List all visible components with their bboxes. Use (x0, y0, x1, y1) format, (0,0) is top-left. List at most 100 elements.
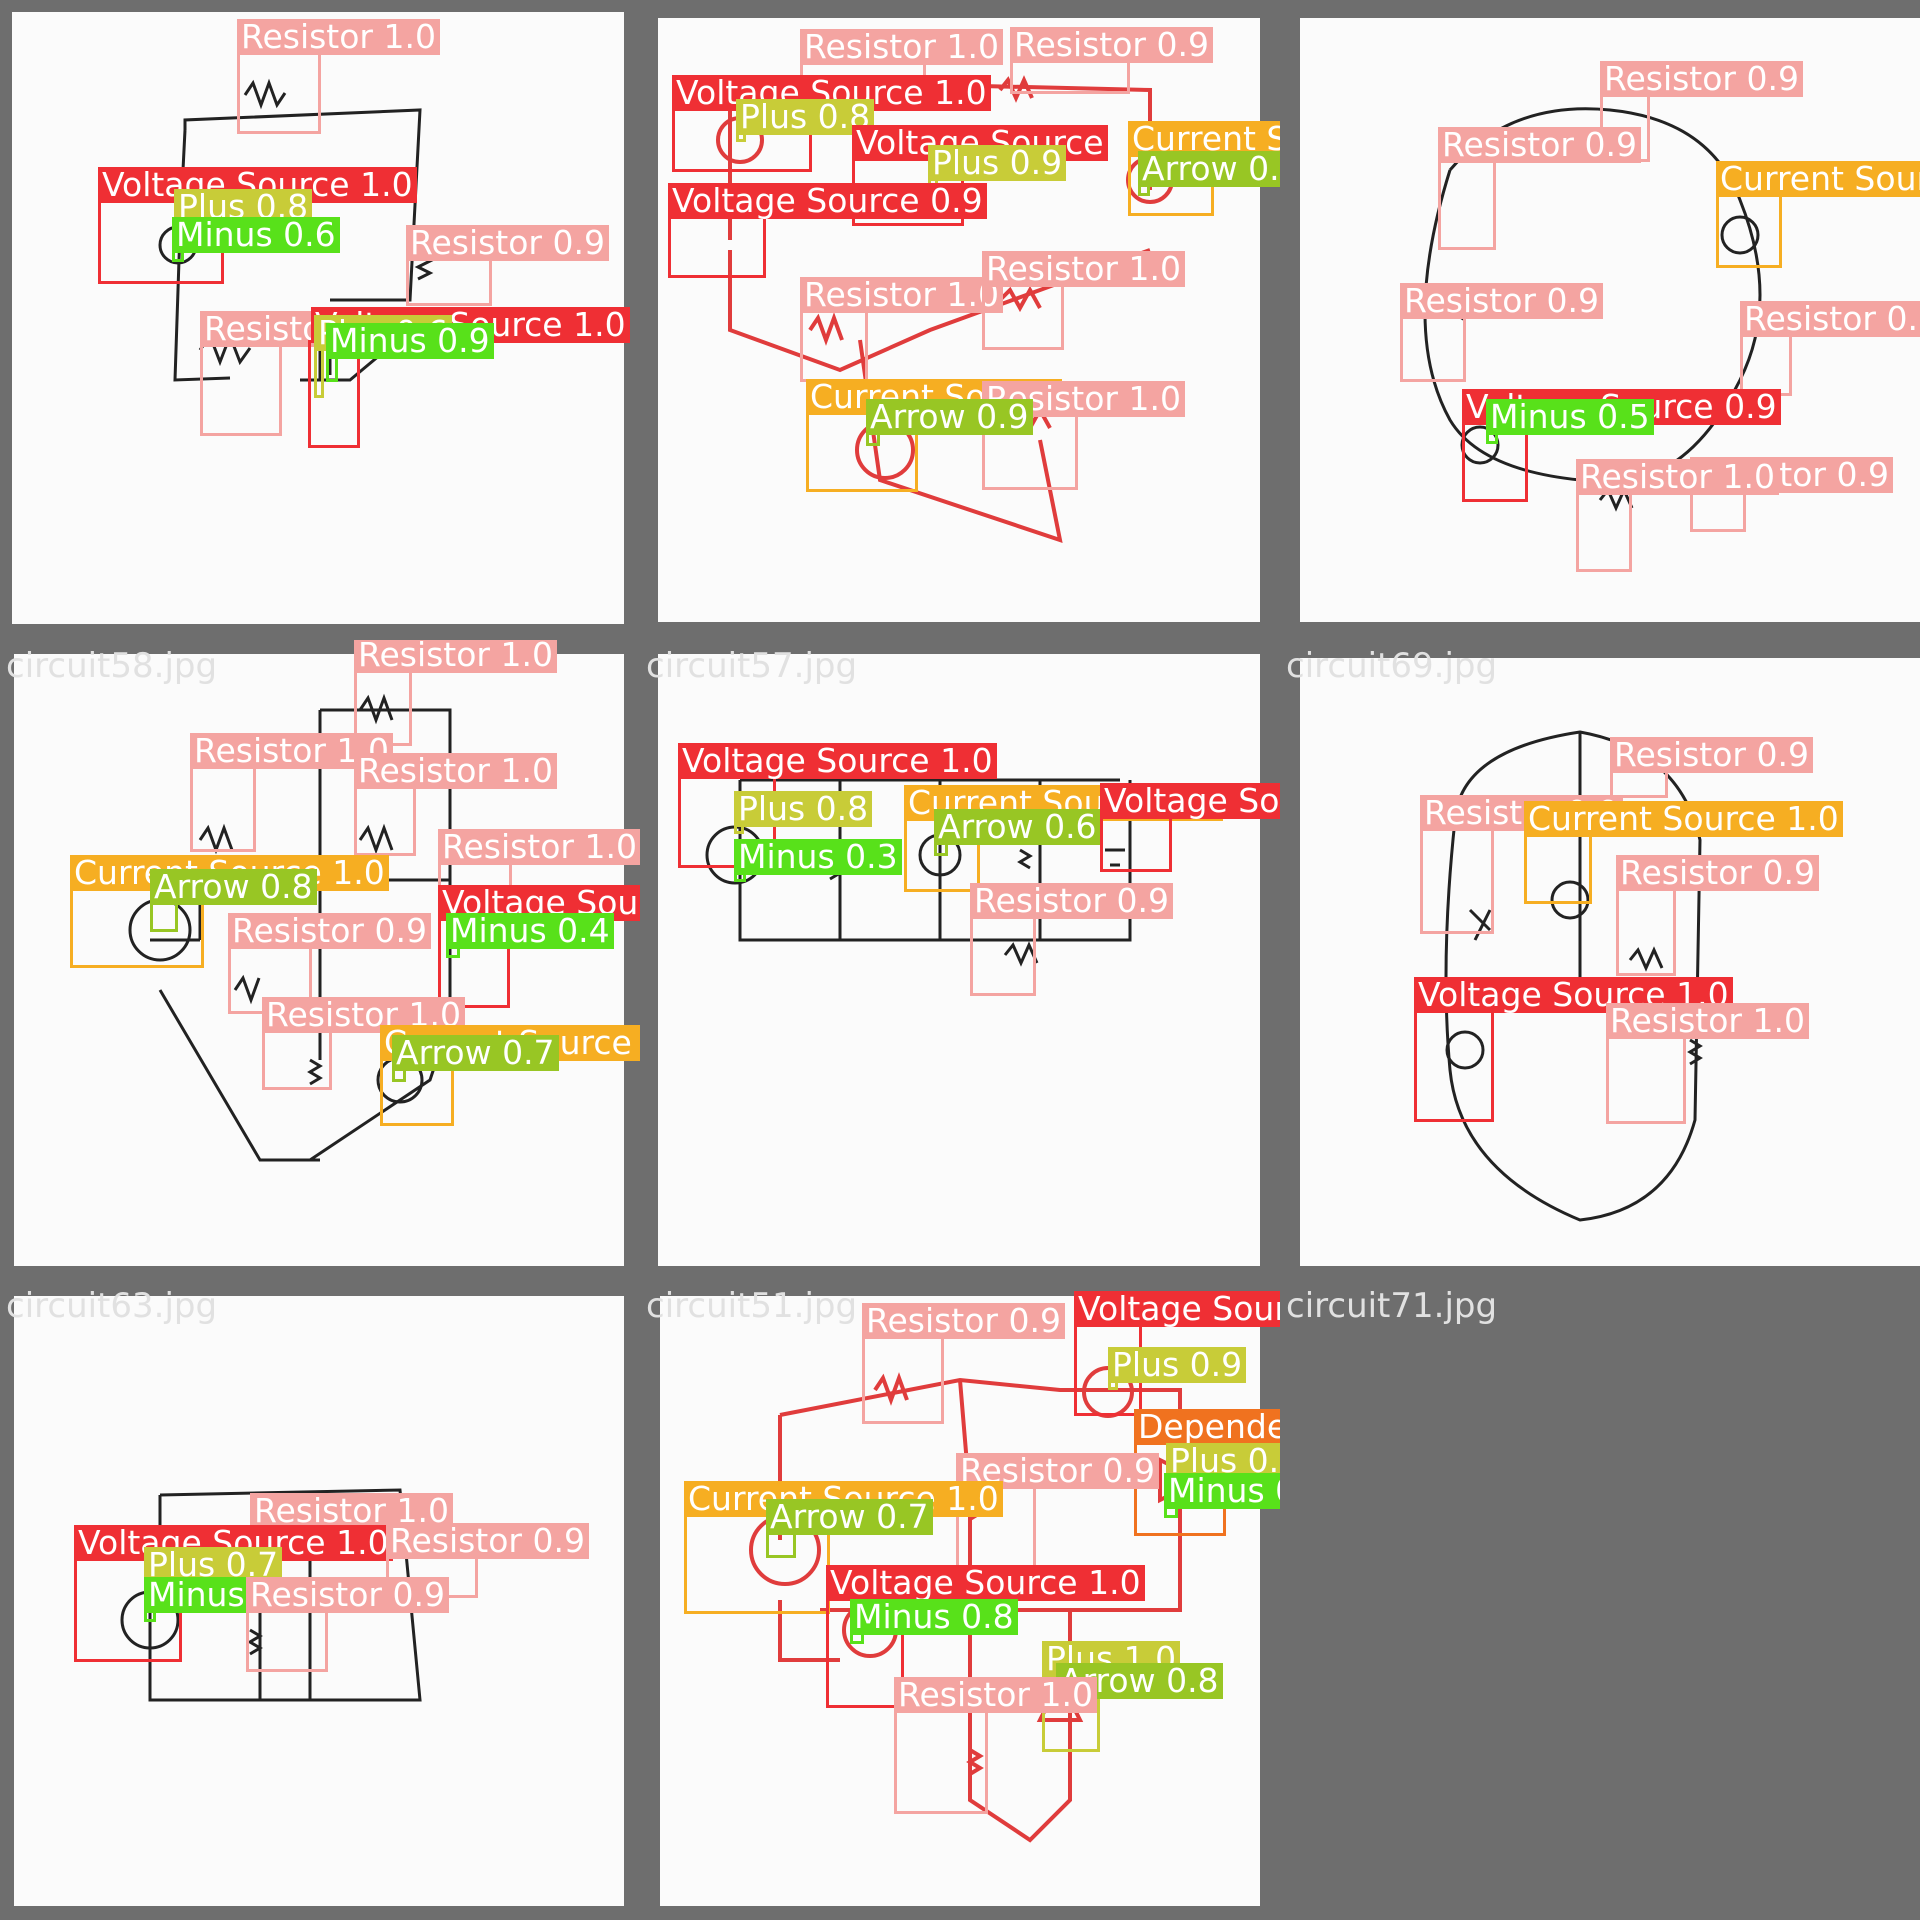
detection-label: Arrow 0.7 (766, 1499, 933, 1535)
detection-label: Resistor 1.0 (237, 19, 440, 55)
detection-box: Arrow 0.9 (1138, 151, 1280, 196)
detection-box: Resistor 1.0 (894, 1677, 1097, 1814)
detection-box: Minus 0.5 (1486, 399, 1654, 444)
detection-box: Voltage Source 1.0 (826, 1565, 1145, 1708)
detection-label: Resistor 0.9 (1010, 27, 1213, 63)
tile-7: circuit51.jpg Resistor 0.9 Voltage Sourc… (640, 1280, 1280, 1920)
detection-label: Resistor 0.9 (970, 883, 1173, 919)
detection-box: Resistor 0.9 (1438, 127, 1641, 250)
detection-label: Resistor 1.0 (982, 251, 1185, 287)
tile-filename: circuit63.jpg (6, 1286, 218, 1326)
detection-box: Arrow 0.7 (392, 1035, 559, 1082)
detection-label: Plus 0.9 (1108, 1347, 1247, 1383)
detection-label: Voltage Source 1.0 (826, 1565, 1145, 1601)
detection-label: Plus 0.8 (734, 791, 873, 827)
detection-label: Minus 0.8 (850, 1599, 1018, 1635)
tile-6: circuit63.jpg Resistor 1.0 Voltage Sourc… (0, 1280, 640, 1920)
detection-label: Minus 0.6 (1164, 1473, 1280, 1509)
detection-box: Plus 0.8 (734, 791, 873, 834)
detection-label: Resistor 0.9 (406, 225, 609, 261)
detection-label: Plus 0.8 (736, 99, 875, 135)
detection-box: Resistor 0.9 (1010, 27, 1213, 94)
detection-box: Resistor 1.0 (354, 640, 557, 746)
detection-box: Resistor 0.9 (1616, 855, 1819, 976)
detection-label: Voltage Source 0.9 (1100, 783, 1280, 819)
detection-label: Voltage Source 1.0 (1074, 1291, 1280, 1327)
detection-label: Resistor 1.0 (250, 1493, 453, 1529)
tile-filename: circuit71.jpg (1286, 1286, 1498, 1326)
detection-box: Plus 0.8 (736, 99, 875, 142)
detection-box: Resistor 0.9 (228, 913, 431, 1014)
detection-label: Arrow 0.6 (934, 809, 1101, 845)
detection-label: Resistor 1.0 (894, 1677, 1097, 1713)
detection-box: Voltage Source 1.0 (672, 75, 991, 172)
detection-box: Arrow 0.7 (766, 1499, 933, 1558)
detection-box: Resistor 0.9 (1400, 283, 1603, 382)
detection-box: Resistor 1.0 (1576, 459, 1779, 572)
detection-box: Voltage Source 0.9 (1100, 783, 1280, 872)
detection-label: Resistor 0.9 (1600, 61, 1803, 97)
detection-box: Resistor 0.9 (1740, 301, 1920, 396)
detection-label: Resistor 0.9 (386, 1523, 589, 1559)
tile-filename: circuit51.jpg (646, 1286, 858, 1326)
tile-4: circuit57.jpg Voltage Source 1.0 Plus 0.… (640, 640, 1280, 1280)
detection-label: Minus 0.9 (326, 323, 494, 359)
detection-label: Resistor 1.0 (1606, 1003, 1809, 1039)
detection-box: Minus 0.3 (734, 839, 902, 882)
detection-box: Resistor 1.0 (800, 277, 1003, 382)
detection-box: Arrow 0.9 (866, 399, 1033, 446)
detection-label: Resistor 1.0 (800, 277, 1003, 313)
detection-label: Resistor 0.9 (1610, 737, 1813, 773)
detection-label: Plus 0.9 (928, 145, 1067, 181)
detection-label: Arrow 0.7 (392, 1035, 559, 1071)
detection-box: Resistor 1.0 (250, 1493, 453, 1536)
tile-5: circuit69.jpg Resistor 0.9 Resistor 0.9 … (1280, 640, 1920, 1280)
detection-box: Minus 0.9 (326, 323, 494, 382)
detection-box: Plus 0.9 (928, 145, 1067, 188)
detection-box: Resistor 0.9 (1610, 737, 1813, 798)
detection-label: Minus 0.5 (1486, 399, 1654, 435)
detection-box: Minus 0.4 (446, 913, 614, 958)
tile-0: Resistor 1.0 Voltage Source 1.0 Plus 0.8… (0, 0, 640, 640)
tile-filename: circuit57.jpg (646, 646, 858, 686)
detection-box: Resistor 1.0 (1606, 1003, 1809, 1124)
detection-box: Resistor 1.0 (438, 829, 640, 902)
detection-label: Minus 0.3 (734, 839, 902, 875)
detection-label: Resistor 0.9 (1400, 283, 1603, 319)
detection-label: Arrow 0.9 (866, 399, 1033, 435)
detection-label: Resistor 1.0 (800, 29, 1003, 65)
tile-8: circuit71.jpg (1280, 1280, 1920, 1920)
detection-box: Minus 0.6 (172, 217, 340, 262)
detection-box: Current Source 1.0 (1524, 801, 1843, 904)
detection-box: Minus 0.6 (1164, 1473, 1280, 1518)
detection-label: Resistor 1.0 (354, 640, 557, 673)
detection-box: Voltage Source 0.9 (668, 183, 987, 278)
detection-box: Arrow 0.8 (150, 869, 317, 932)
detection-label: Minus 0.6 (172, 217, 340, 253)
tile-2: Resistor 0.9 Resistor 0.9 Current Source… (1280, 0, 1920, 640)
detection-box: Resistor 1.0 (237, 19, 440, 134)
detection-box: Resistor 1.0 (354, 753, 557, 856)
detection-label: Resistor 0.9 (1616, 855, 1819, 891)
detection-label: Voltage Source 1.0 (1414, 977, 1733, 1013)
detection-box: Resistor 0.9 (1600, 61, 1803, 162)
detection-label: Arrow 0.8 (150, 869, 317, 905)
circuit-sketch (705, 778, 1132, 967)
detection-box: Resistor 0.9 (1690, 457, 1893, 532)
detection-box: Voltage Source 1.0 (678, 743, 997, 868)
detection-box: Resistor 0.9 (406, 225, 609, 306)
detection-label: Resistor 0.9 (228, 913, 431, 949)
detection-box: Plus 0.6 (314, 315, 453, 398)
detection-label: Dependent Voltage Source 1.0 (1134, 1409, 1280, 1445)
detection-label: Voltage Source 0.9 (668, 183, 987, 219)
detection-label: Resistor 1.0 (1576, 459, 1779, 495)
detection-box: Voltage Source 1.0 (1414, 977, 1733, 1122)
detection-label: Resistor 1.0 (354, 753, 557, 789)
detection-label: Resistor 0.9 (862, 1303, 1065, 1339)
detection-label: Voltage Source 1.0 (678, 743, 997, 779)
tile-filename: circuit58.jpg (6, 646, 218, 686)
detection-box: Resistor 0.9 (200, 311, 403, 436)
detection-label: Current Source (1716, 161, 1920, 197)
detection-label: Resistor 0.9 (1438, 127, 1641, 163)
